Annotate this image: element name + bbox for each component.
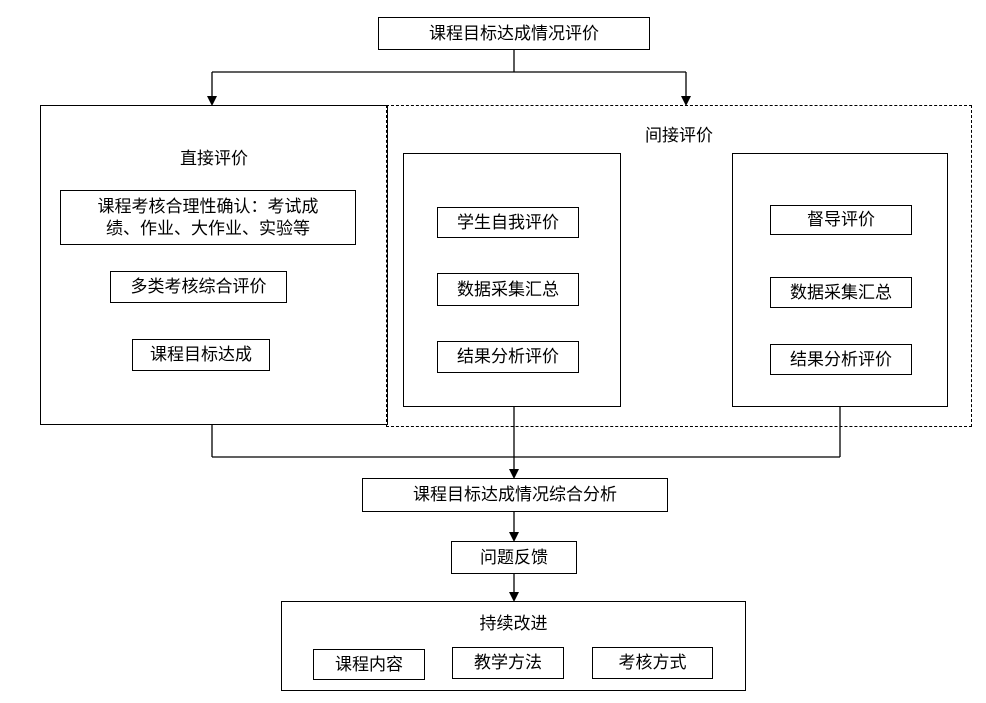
supervisor-data-collection: 数据采集汇总 [770, 277, 912, 308]
direct-evaluation-heading: 直接评价 [180, 149, 248, 169]
student-data-collection: 数据采集汇总 [437, 273, 579, 306]
continuous-improvement-heading: 持续改进 [479, 614, 548, 634]
supervisor-evaluation-label: 督导评价 [807, 210, 875, 230]
supervisor-evaluation: 督导评价 [770, 205, 912, 235]
improve-item-course-content-label: 课程内容 [335, 654, 403, 675]
improve-item-assessment-method: 考核方式 [592, 647, 713, 679]
student-self-evaluation-label: 学生自我评价 [457, 212, 559, 233]
course-goal-evaluation-title: 课程目标达成情况评价 [429, 23, 599, 44]
problem-feedback-box: 问题反馈 [451, 541, 577, 574]
comprehensive-analysis-box: 课程目标达成情况综合分析 [362, 478, 668, 512]
direct-evaluation-group [40, 105, 388, 425]
improve-item-teaching-method-label: 教学方法 [474, 653, 542, 673]
comprehensive-analysis-label: 课程目标达成情况综合分析 [413, 485, 617, 505]
problem-feedback-label: 问题反馈 [480, 547, 548, 568]
direct-step-assessment-check: 课程考核合理性确认：考试成 绩、作业、大作业、实验等 [60, 190, 356, 245]
supervisor-result-analysis-label: 结果分析评价 [790, 349, 892, 370]
supervisor-result-analysis: 结果分析评价 [770, 344, 912, 375]
indirect-evaluation-heading: 间接评价 [645, 126, 713, 146]
improve-item-teaching-method: 教学方法 [452, 647, 564, 679]
improve-item-assessment-method-label: 考核方式 [618, 653, 687, 673]
supervisor-data-collection-label: 数据采集汇总 [790, 282, 892, 303]
student-data-collection-label: 数据采集汇总 [457, 279, 559, 300]
indirect-evaluation-group [386, 105, 972, 427]
direct-step-goal-achievement-label: 课程目标达成 [150, 345, 252, 365]
improve-item-course-content: 课程内容 [313, 649, 425, 680]
direct-step-comprehensive-evaluation-label: 多类考核综合评价 [130, 277, 267, 297]
direct-step-assessment-check-line2: 绩、作业、大作业、实验等 [106, 218, 310, 239]
direct-step-goal-achievement: 课程目标达成 [132, 339, 270, 371]
student-result-analysis-label: 结果分析评价 [457, 347, 559, 367]
student-self-evaluation: 学生自我评价 [437, 207, 579, 238]
student-result-analysis: 结果分析评价 [437, 341, 579, 373]
direct-step-assessment-check-line1: 课程考核合理性确认：考试成 [97, 196, 319, 217]
course-goal-evaluation-box: 课程目标达成情况评价 [378, 17, 650, 50]
direct-step-comprehensive-evaluation: 多类考核综合评价 [110, 271, 287, 303]
